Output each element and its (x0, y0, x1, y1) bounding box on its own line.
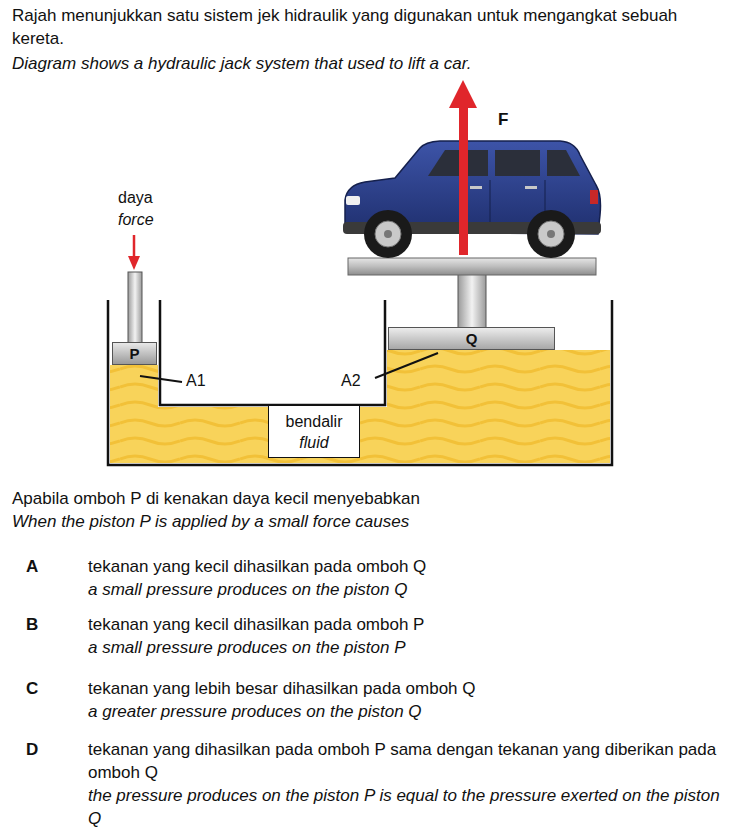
text-label: Rajah menunjukkan satu sistem jek hidrau… (12, 4, 727, 50)
piston-rod-p (128, 272, 142, 343)
fluid-texture (110, 350, 610, 463)
text-label: Diagram shows a hydraulic jack system th… (12, 52, 727, 75)
container-inner-wall (160, 300, 385, 405)
text-label: daya (118, 186, 153, 209)
option-letter: A (26, 555, 38, 578)
text-label: a small pressure produces on the piston … (88, 636, 728, 659)
car (343, 141, 601, 258)
piston-q: Q (388, 327, 555, 350)
text-label: A1 (186, 369, 206, 392)
node-text: bendalir (286, 411, 343, 432)
option-letter: D (26, 738, 38, 761)
leader-a1 (140, 376, 182, 382)
leader-a2 (375, 353, 438, 378)
option-letter: B (26, 613, 38, 636)
lift-force-head (449, 80, 477, 108)
text-label: tekanan yang kecil dihasilkan pada omboh… (88, 613, 728, 636)
text-label: tekanan yang kecil dihasilkan pada omboh… (88, 555, 728, 578)
text-label: force (118, 208, 154, 231)
lift-force-shaft (459, 104, 468, 255)
piston-rod-q (458, 274, 486, 328)
piston-p: P (112, 342, 157, 365)
text-label: a greater pressure produces on the pisto… (88, 700, 728, 723)
text-label: tekanan yang dihasilkan pada omboh P sam… (88, 738, 728, 784)
text-label: When the piston P is applied by a small … (12, 510, 727, 533)
lift-platform (348, 258, 596, 275)
container-outer-wall (108, 300, 612, 465)
text-label: A2 (341, 369, 361, 392)
option-letter: F (498, 108, 508, 131)
force-arrow-head (128, 256, 140, 270)
force-arrow-shaft (133, 235, 136, 258)
text-label: Apabila omboh P di kenakan daya kecil me… (12, 487, 727, 510)
node-text: Q (466, 328, 478, 349)
fluid-fill (110, 350, 610, 463)
node-text: fluid (299, 432, 328, 453)
text-label: a small pressure produces on the piston … (88, 578, 728, 601)
node-text: P (129, 343, 139, 364)
option-letter: C (26, 677, 38, 700)
fluid-label-box: bendalirfluid (268, 405, 360, 458)
text-label: the pressure produces on the piston P is… (88, 784, 728, 830)
text-label: tekanan yang lebih besar dihasilkan pada… (88, 677, 728, 700)
